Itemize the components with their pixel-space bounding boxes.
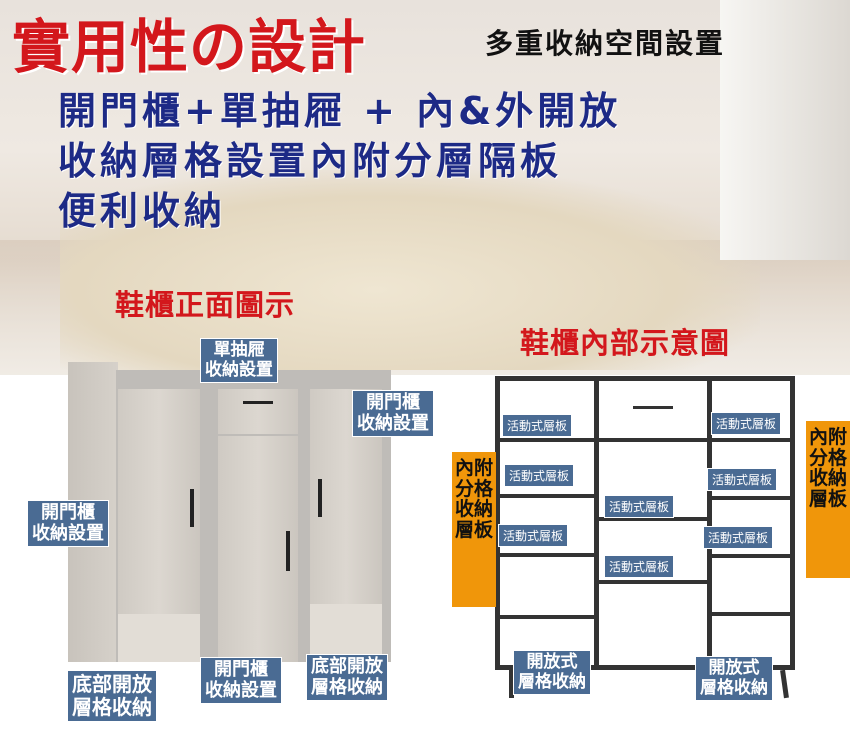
side-label-left: 內附分格收納層板 (452, 452, 496, 607)
shelf-label: 活動式層板 (604, 555, 675, 578)
shelf-line (498, 615, 597, 619)
center-door[interactable] (218, 436, 298, 662)
divider (594, 378, 599, 668)
feature-line-3: 便利收納 (58, 189, 227, 233)
shelf-label: 活動式層板 (504, 464, 575, 487)
window (720, 0, 850, 260)
shelf-line (498, 553, 597, 557)
left-door[interactable] (118, 389, 200, 614)
shelf-line (710, 496, 794, 500)
interior-frame (495, 376, 795, 670)
shelf-label: 活動式層板 (703, 526, 774, 549)
side-label-right: 內附分格收納層板 (806, 421, 850, 578)
shelf-line (710, 554, 794, 558)
shelf-label: 活動式層板 (711, 412, 782, 435)
shelf-label: 活動式層板 (707, 468, 778, 491)
subtitle: 多重收納空間設置 (485, 27, 726, 60)
leg (509, 670, 514, 698)
shelf-label: 活動式層板 (604, 495, 675, 518)
shelf-label: 活動式層板 (498, 524, 569, 547)
shelf-line (710, 612, 794, 616)
cabinet-front (68, 362, 391, 662)
divider (707, 378, 712, 668)
shelf-line (498, 494, 597, 498)
carpet (60, 170, 760, 370)
drawer-handle (633, 406, 673, 409)
shelf-label: 活動式層板 (502, 414, 573, 437)
label-left-bottom: 底部開放層格收納 (67, 670, 157, 722)
open-label-right: 開放式層格收納 (695, 656, 773, 702)
page-title: 實用性の設計 (12, 13, 367, 81)
label-center-door: 開門櫃收納設置 (200, 657, 282, 705)
shelf-line (597, 580, 709, 584)
drawer[interactable] (218, 389, 298, 434)
feature-line-1: 開門櫃+單抽屜 + 內&外開放 (58, 89, 622, 133)
interior-view-title: 鞋櫃內部示意圖 (520, 326, 731, 360)
label-right-door: 開門櫃收納設置 (352, 390, 434, 438)
open-label-left: 開放式層格收納 (513, 650, 591, 696)
front-view-title: 鞋櫃正面圖示 (115, 288, 296, 322)
label-right-bottom: 底部開放層格收納 (306, 654, 388, 702)
label-left-door: 開門櫃收納設置 (27, 500, 109, 548)
feature-line-2: 收納層格設置內附分層隔板 (58, 139, 563, 183)
shelf-line (498, 438, 794, 442)
leg (780, 669, 789, 699)
label-drawer: 單抽屜收納設置 (200, 338, 278, 384)
shelf-line (597, 517, 709, 521)
